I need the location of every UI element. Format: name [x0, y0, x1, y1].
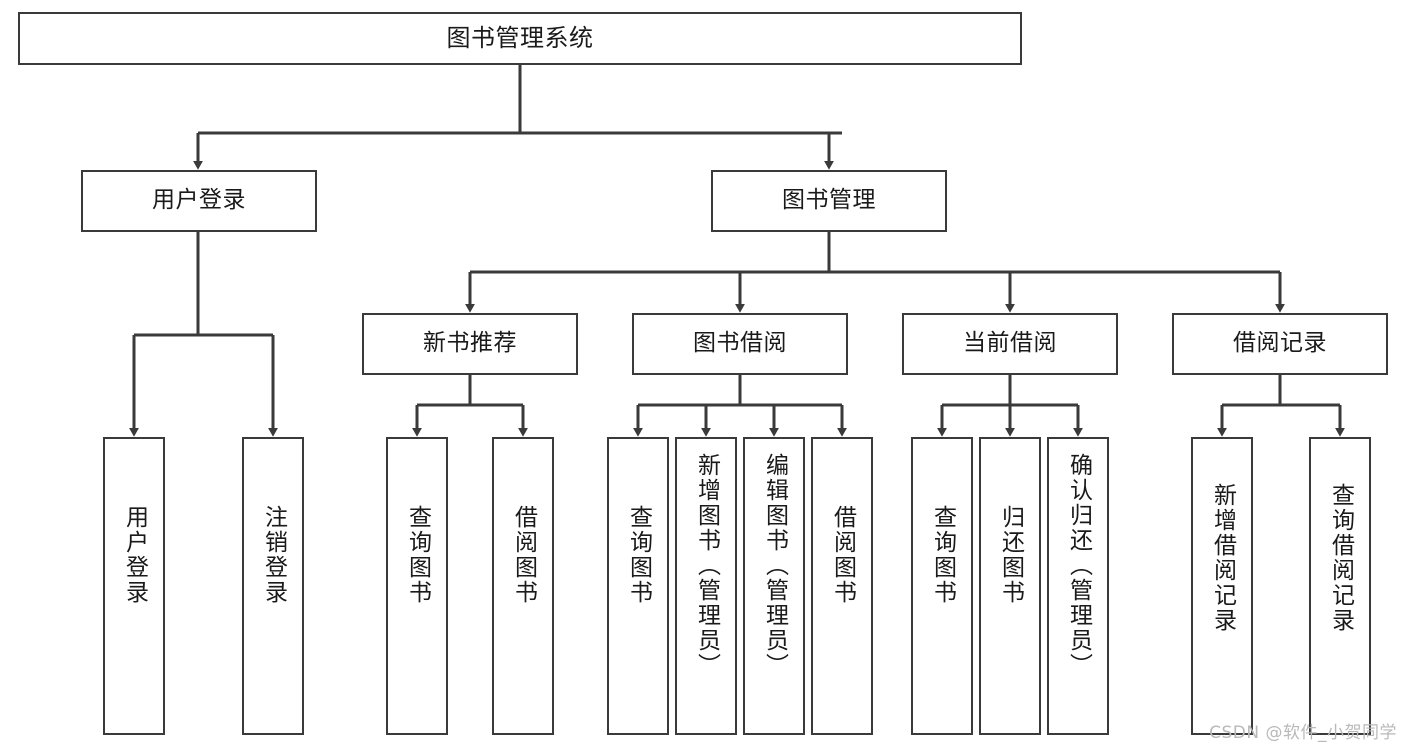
node-label: 借阅图书	[510, 505, 537, 605]
node-label: 确认归还（管理员）	[1065, 453, 1092, 678]
node-label: 注销登录	[260, 505, 287, 605]
node-label: 新增图书（管理员）	[693, 453, 720, 678]
node-leaf-user-login[interactable]: 用户登录	[103, 437, 165, 735]
node-label: 新书推荐	[423, 330, 517, 357]
node-label: 归还图书	[997, 505, 1024, 605]
node-label: 用户登录	[121, 505, 148, 605]
node-label: 用户登录	[152, 187, 246, 214]
node-label: 查询图书	[929, 505, 956, 605]
node-leaf-add-record[interactable]: 新增借阅记录	[1191, 437, 1253, 735]
node-label: 图书借阅	[693, 330, 787, 357]
node-leaf-edit-book[interactable]: 编辑图书（管理员）	[743, 437, 805, 735]
node-leaf-user-logout[interactable]: 注销登录	[242, 437, 304, 735]
node-label: 当前借阅	[963, 330, 1057, 357]
node-leaf-confirm-return[interactable]: 确认归还（管理员）	[1047, 437, 1109, 735]
node-new-book-recommend[interactable]: 新书推荐	[362, 313, 578, 375]
node-leaf-borrow-book-2[interactable]: 借阅图书	[811, 437, 873, 735]
node-root-system[interactable]: 图书管理系统	[18, 12, 1022, 65]
node-label: 借阅记录	[1233, 330, 1327, 357]
node-label: 新增借阅记录	[1209, 483, 1236, 633]
node-label: 图书管理系统	[446, 24, 594, 53]
node-leaf-query-record[interactable]: 查询借阅记录	[1309, 437, 1371, 735]
node-book-manage[interactable]: 图书管理	[711, 170, 947, 232]
node-leaf-query-book-2[interactable]: 查询图书	[607, 437, 669, 735]
node-label: 编辑图书（管理员）	[761, 453, 788, 678]
node-leaf-query-book-1[interactable]: 查询图书	[386, 437, 448, 735]
node-leaf-query-book-3[interactable]: 查询图书	[911, 437, 973, 735]
node-leaf-return-book[interactable]: 归还图书	[979, 437, 1041, 735]
node-user-login[interactable]: 用户登录	[81, 170, 317, 232]
node-label: 查询借阅记录	[1327, 483, 1354, 633]
node-leaf-add-book[interactable]: 新增图书（管理员）	[675, 437, 737, 735]
node-borrow-record[interactable]: 借阅记录	[1172, 313, 1388, 375]
node-leaf-borrow-book-1[interactable]: 借阅图书	[492, 437, 554, 735]
node-label: 查询图书	[625, 505, 652, 605]
node-book-borrow[interactable]: 图书借阅	[632, 313, 848, 375]
node-current-borrow[interactable]: 当前借阅	[902, 313, 1118, 375]
node-label: 借阅图书	[829, 505, 856, 605]
node-label: 图书管理	[782, 187, 876, 214]
node-label: 查询图书	[404, 505, 431, 605]
